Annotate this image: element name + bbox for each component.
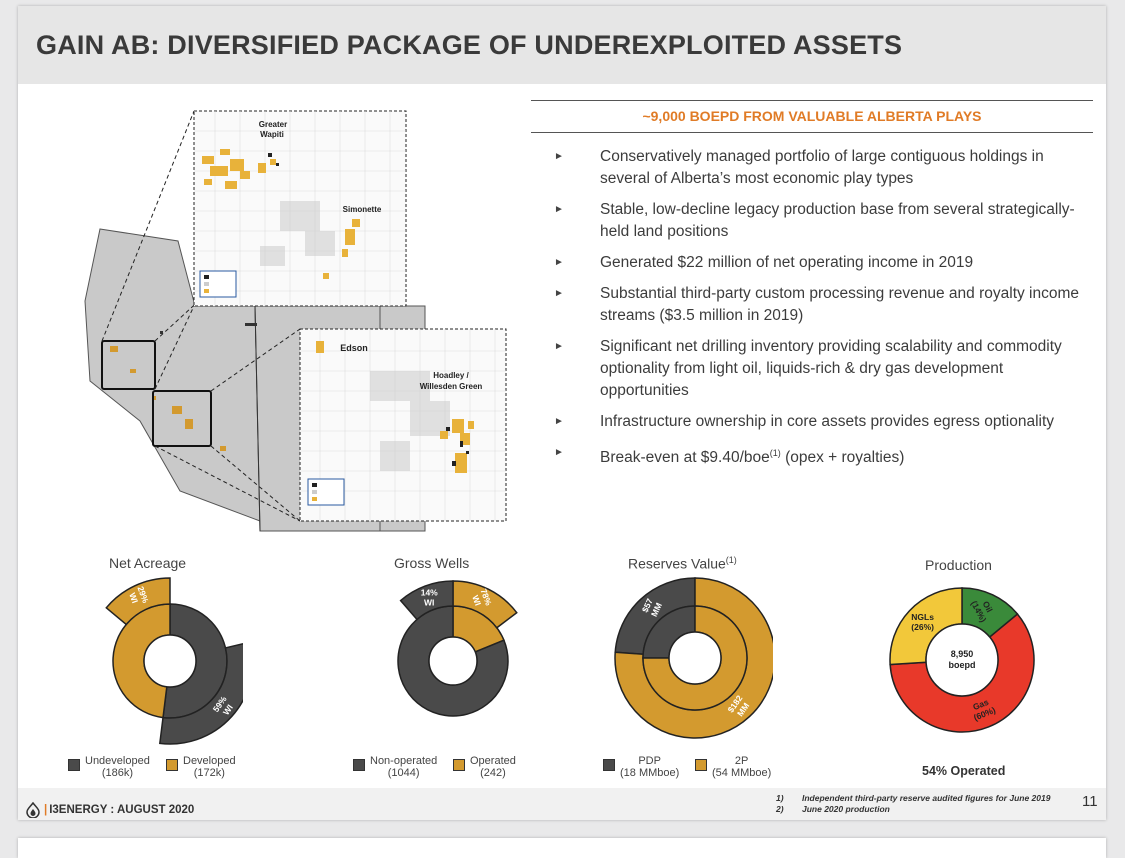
slide-title: GAIN AB: DIVERSIFIED PACKAGE OF UNDEREXP… [36, 30, 903, 60]
production-title: Production [925, 557, 992, 573]
inset-north-assets [202, 149, 360, 279]
bullet-text: Infrastructure ownership in core assets … [600, 413, 1055, 430]
breakeven-suffix: (opex + royalties) [780, 449, 905, 467]
bullet-text: Substantial third-party custom processin… [600, 285, 1080, 324]
net-acreage-title: Net Acreage [109, 555, 187, 571]
wi-non-operated [399, 580, 454, 621]
label-simonette: Simonette [343, 205, 382, 214]
legend-item-2p: 2P(54 MMboe) [695, 755, 771, 779]
label-hoadley-1: Hoadley / [433, 371, 469, 380]
page-number: 11 [1082, 793, 1098, 810]
asset-map: Greater Wapiti Simonette Edson Hoadley / [80, 101, 520, 546]
legend-item-operated: Operated(242) [453, 755, 516, 779]
bullet-item: ► Conservatively managed portfolio of lar… [548, 146, 1093, 190]
donut-hole [143, 634, 197, 688]
gross-wells-title: Gross Wells [394, 555, 470, 571]
inset-south-shade [370, 371, 450, 471]
bullet-text: Generated $22 million of net operating i… [600, 254, 974, 271]
inset-south-dark [446, 427, 469, 466]
brand-logo: | I3ENERGY : AUGUST 2020 [26, 802, 194, 818]
legend-label: Non-operated(1044) [370, 755, 438, 779]
brand-separator: | [44, 804, 48, 816]
reserves-value-footnote-ref: (1) [725, 555, 737, 565]
bullet-text: Stable, low-decline legacy production ba… [600, 201, 1075, 240]
breakeven-text: Break-even at $9.40/boe [600, 449, 770, 467]
legend-swatch [166, 759, 178, 771]
headline-box: ~9,000 BOEPD FROM VALUABLE ALBERTA PLAYS [531, 100, 1093, 133]
production-center [925, 623, 999, 697]
legend-item-non-operated: Non-operated(1044) [353, 755, 437, 779]
zoom-box-south [152, 390, 212, 447]
bullet-arrow-icon: ► [554, 447, 564, 458]
reserves-value-title: Reserves Value(1) [628, 555, 737, 572]
bullet-arrow-icon: ► [554, 257, 564, 268]
footnote-1: 1)Independent third-party reserve audite… [776, 793, 1051, 803]
donut-hole [428, 636, 478, 686]
reserves-value-title-text: Reserves Value [628, 555, 726, 572]
flame-icon [26, 802, 40, 818]
bullet-arrow-icon: ► [554, 204, 564, 215]
bullet-arrow-icon: ► [554, 151, 564, 162]
inset-north-shade [260, 201, 335, 266]
label-hoadley-2: Willesden Green [420, 382, 483, 391]
legend-swatch [353, 759, 365, 771]
inset-south-assets [316, 341, 474, 473]
bullet-text: Significant net drilling inventory provi… [600, 338, 1062, 399]
legend-label: 2P(54 MMboe) [712, 755, 772, 779]
bullet-list: ► Conservatively managed portfolio of lar… [548, 146, 1093, 478]
label-wi-non-operated: 14%WI [421, 587, 438, 607]
legend-item-pdp: PDP(18 MMboe) [603, 755, 679, 779]
footnotes: 1)Independent third-party reserve audite… [776, 793, 1050, 815]
wi-operated [452, 580, 518, 629]
legend-item-undeveloped: Undeveloped(186k) [68, 755, 150, 779]
gross-wells-chart: 78%WI 14%WI [397, 580, 518, 717]
bullet-arrow-icon: ► [554, 288, 564, 299]
label-edson: Edson [340, 343, 368, 353]
donut-hole [668, 631, 722, 685]
wi-developed [105, 577, 171, 626]
bullet-item-breakeven: ► Break-even at $9.40/boe(1) (opex + roya… [548, 442, 1093, 469]
bullet-item: ► Stable, low-decline legacy production b… [548, 199, 1093, 243]
label-greater-wapiti-2: Wapiti [260, 130, 284, 139]
legend-label: PDP(18 MMboe) [620, 755, 680, 779]
bullet-item: ► Substantial third-party custom processi… [548, 283, 1093, 327]
map-svg: Greater Wapiti Simonette Edson Hoadley / [84, 110, 507, 532]
wi-undeveloped [158, 642, 243, 745]
legend-swatch [695, 759, 707, 771]
slide: GAIN AB: DIVERSIFIED PACKAGE OF UNDEREXP… [18, 6, 1106, 820]
label-greater-wapiti-1: Greater [259, 120, 287, 129]
legend-swatch [68, 759, 80, 771]
operated-note: 54% Operated [922, 764, 1006, 778]
label-ngls: NGLs(26%) [911, 612, 934, 632]
legend-swatch [603, 759, 615, 771]
bullet-text: Conservatively managed portfolio of larg… [600, 148, 1044, 187]
bullet-arrow-icon: ► [554, 341, 564, 352]
headline: ~9,000 BOEPD FROM VALUABLE ALBERTA PLAYS [642, 108, 982, 124]
label-wi-developed: 29%WI [126, 585, 151, 608]
title-band: GAIN AB: DIVERSIFIED PACKAGE OF UNDEREXP… [18, 6, 1106, 84]
footnote-2: 2)June 2020 production [776, 804, 890, 814]
legend-label: Developed(172k) [183, 755, 236, 779]
reserves-value-chart: $57MM$182MM [614, 577, 773, 739]
legend-label: Undeveloped(186k) [85, 755, 150, 779]
label-pdp-value: $57MM [640, 597, 664, 619]
zoom-box-north [101, 340, 156, 390]
bullet-arrow-icon: ► [554, 416, 564, 427]
breakeven-footnote-ref: (1) [769, 448, 781, 458]
bullet-item: ► Significant net drilling inventory prov… [548, 336, 1093, 402]
inset-north-dark [268, 153, 279, 166]
bullet-item: ► Infrastructure ownership in core assets… [548, 411, 1093, 433]
legend-label: Operated(242) [470, 755, 516, 779]
legend-item-developed: Developed(172k) [166, 755, 236, 779]
brand-text: I3ENERGY : AUGUST 2020 [49, 804, 195, 816]
asset-specks-dark [160, 323, 257, 334]
next-slide-edge [18, 838, 1106, 858]
label-wi-operated: 78%WI [469, 587, 494, 610]
footer: | I3ENERGY : AUGUST 2020 1)Independent t… [18, 788, 1106, 820]
legend-swatch [453, 759, 465, 771]
bullet-item: ► Generated $22 million of net operating … [548, 252, 1093, 274]
